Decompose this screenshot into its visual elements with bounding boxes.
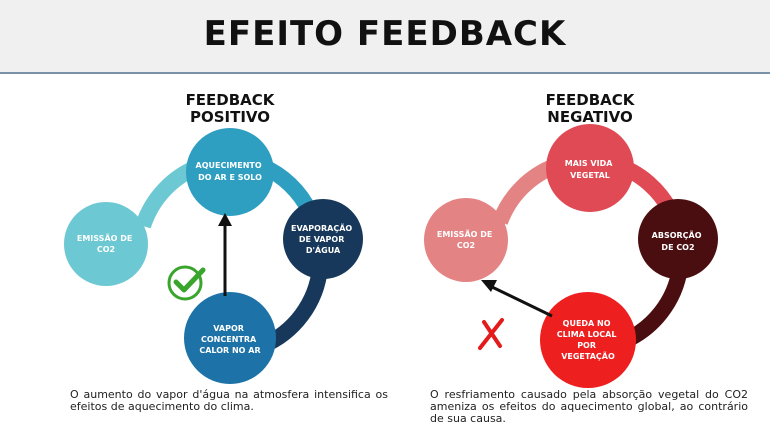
negative-node-left-label: EMISSÃO DE CO2 xyxy=(437,229,495,250)
negative-heading-line1: FEEDBACK xyxy=(545,91,635,109)
positive-node-right xyxy=(283,199,363,279)
check-icon xyxy=(167,265,206,301)
negative-node-right-label: ABSORÇÃO DE CO2 xyxy=(652,230,705,252)
positive-node-right-label: EVAPORAÇÃO DE VAPOR D'ÁGUA xyxy=(291,223,355,255)
positive-node-top-label: AQUECIMENTO DO AR E SOLO xyxy=(196,161,265,182)
positive-node-bottom xyxy=(184,292,276,384)
x-icon xyxy=(478,318,504,350)
negative-description: O resfriamento causado pela absorção veg… xyxy=(430,388,748,425)
positive-node-bottom-label: VAPOR CONCENTRA CALOR NO AR xyxy=(199,324,260,355)
negative-heading-line2: NEGATIVO xyxy=(547,108,633,126)
negative-node-top xyxy=(546,124,634,212)
positive-description: O aumento do vapor d'água na atmosfera i… xyxy=(70,388,388,413)
negative-node-bottom xyxy=(540,292,636,388)
negative-node-left xyxy=(424,198,508,282)
positive-node-left xyxy=(64,202,148,286)
positive-arrow xyxy=(218,213,232,296)
positive-heading-line1: FEEDBACK xyxy=(185,91,275,109)
negative-heading: FEEDBACK NEGATIVO xyxy=(490,92,690,126)
header-bar xyxy=(0,0,770,72)
positive-heading: FEEDBACK POSITIVO xyxy=(130,92,330,126)
positive-heading-line2: POSITIVO xyxy=(189,108,271,126)
page-title: EFEITO FEEDBACK xyxy=(203,14,567,54)
positive-cycle: AQUECIMENTO DO AR E SOLO EVAPORAÇÃO DE V… xyxy=(64,128,363,384)
positive-node-left-label: EMISSÃO DE CO2 xyxy=(77,233,135,254)
negative-arrow xyxy=(481,280,553,318)
negative-cycle: MAIS VIDA VEGETAL ABSORÇÃO DE CO2 QUEDA … xyxy=(424,124,718,388)
negative-node-bottom-label: QUEDA NO CLIMA LOCAL POR VEGETAÇÃO xyxy=(557,319,619,361)
negative-node-right xyxy=(638,199,718,279)
negative-node-top-label: MAIS VIDA VEGETAL xyxy=(565,159,615,180)
positive-node-top xyxy=(186,128,274,216)
header-divider xyxy=(0,72,770,74)
